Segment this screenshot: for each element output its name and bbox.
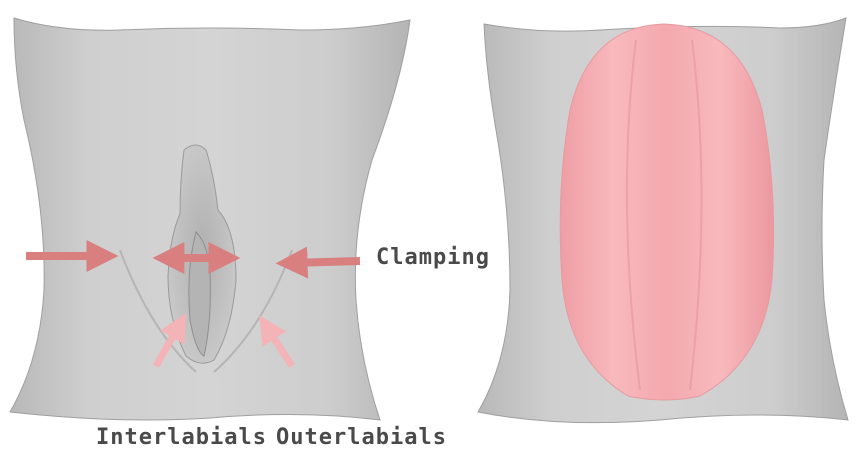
outerlabials-label: Outerlabials [276, 425, 447, 450]
interlabials-label: Interlabials [96, 425, 267, 450]
left-surface-mesh [10, 18, 410, 420]
clamp-arrow-right [290, 261, 360, 263]
pink-region-overlay [560, 24, 773, 400]
clamping-label: Clamping [376, 245, 490, 270]
right-surface-mesh [478, 18, 848, 423]
